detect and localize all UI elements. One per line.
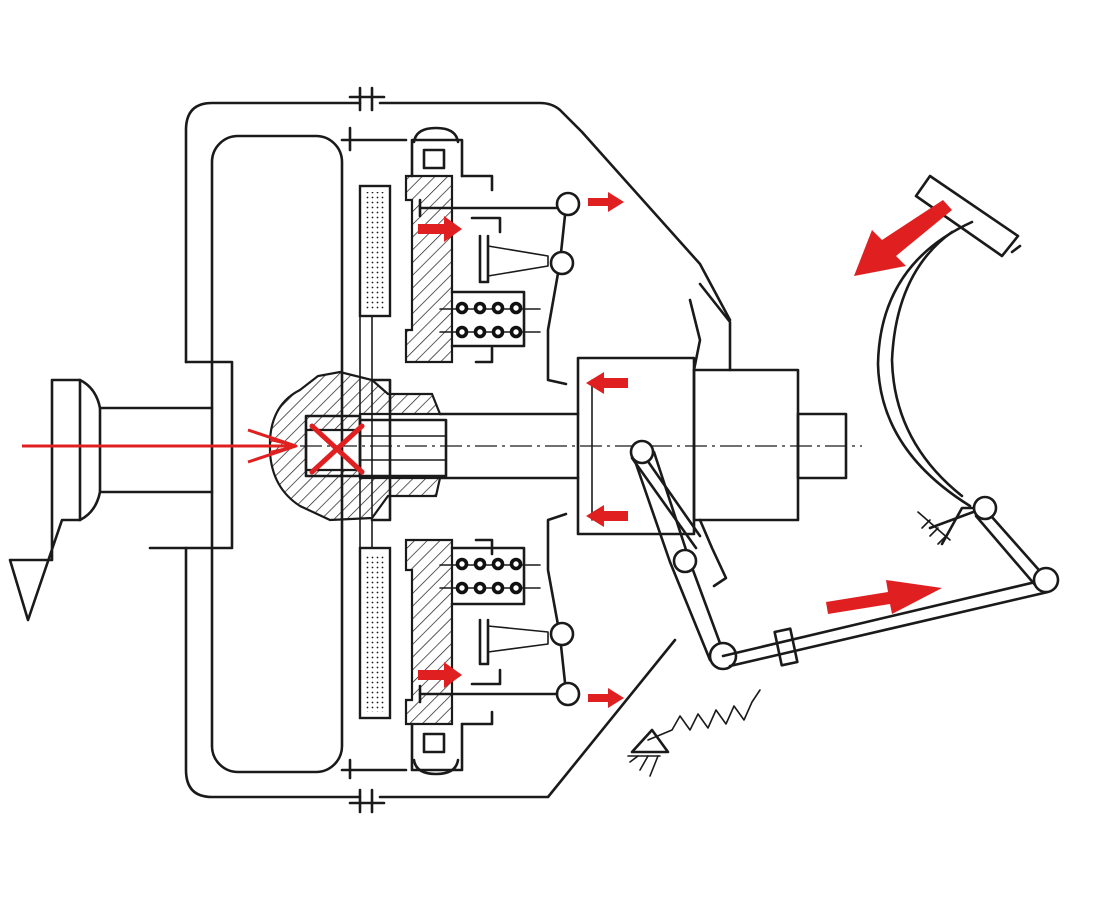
release-lever-upper xyxy=(418,191,581,386)
force-arrows xyxy=(418,192,952,708)
block-arrow-icon xyxy=(854,200,952,276)
block-arrow-icon xyxy=(826,580,942,614)
cover-bolts xyxy=(412,126,460,776)
pressure-springs-upper xyxy=(439,290,541,348)
clutch-pedal xyxy=(876,174,1022,508)
block-arrow-icon xyxy=(588,688,624,708)
block-arrow-icon xyxy=(418,216,462,242)
release-lever-lower xyxy=(418,512,581,707)
pedal-linkage xyxy=(721,495,1060,668)
cross-icon xyxy=(309,423,365,475)
clutch-housing xyxy=(184,86,732,814)
block-arrow-icon xyxy=(418,662,462,688)
housing-joint-bottom xyxy=(348,788,386,814)
driven-disc xyxy=(358,184,392,720)
pressure-springs-lower xyxy=(439,546,541,606)
block-arrow-icon xyxy=(586,372,628,394)
power-flow-arrow xyxy=(22,428,298,464)
disc-hub xyxy=(268,370,448,522)
block-arrow-icon xyxy=(586,505,628,527)
block-arrow-icon xyxy=(588,192,624,212)
output-shaft xyxy=(300,356,862,536)
release-fork xyxy=(629,282,738,671)
return-spring xyxy=(627,689,761,777)
crankshaft xyxy=(8,360,234,622)
housing-joint-top xyxy=(348,86,386,112)
